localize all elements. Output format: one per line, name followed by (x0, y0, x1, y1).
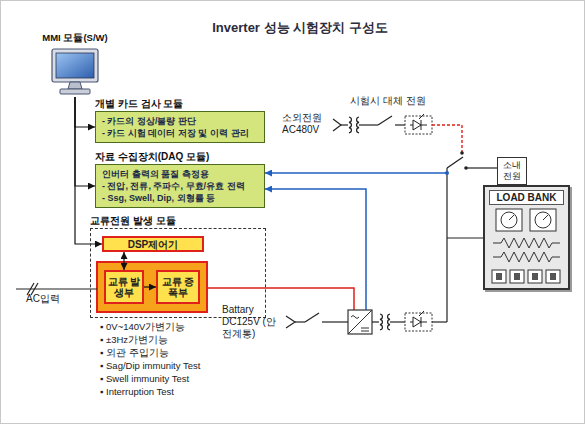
power-source-box: 소내 전원 (497, 157, 527, 185)
junction-dot (445, 171, 449, 175)
circuit-label: 소외전원 AC480V (282, 112, 330, 136)
module-item: - Ssg, Swell, Dip, 외형률 등 (102, 192, 258, 204)
circuit-label: 시험시 대체 전원 (350, 95, 426, 107)
feature-bullet: ▪ ±3Hz가변기능 (100, 334, 168, 346)
transfer-switch-lever (447, 157, 463, 168)
meter-frame (530, 209, 556, 231)
meter-needle (509, 215, 514, 220)
wire (341, 124, 348, 125)
transformer-coil (357, 117, 359, 133)
load-bank-icon (487, 207, 566, 287)
wire (295, 321, 305, 322)
wire (390, 321, 405, 322)
feature-bullet: ▪ Interruption Test (100, 386, 174, 398)
circuit-label: Battary DC125V (안전계통) (222, 304, 280, 340)
wire (372, 321, 379, 322)
transformer-coil (349, 117, 351, 133)
feature-bullet: ▪ Swell immunity Test (100, 373, 189, 385)
load-bank-wire (447, 237, 483, 238)
load-switch (492, 270, 506, 283)
wire (359, 124, 378, 125)
diode-symbol (410, 311, 427, 327)
rectifier-symbol (405, 116, 432, 134)
module-item: 인버터 출력의 품질 측정용 (102, 168, 258, 180)
standby-power-link (432, 125, 462, 152)
meter-dial (501, 212, 517, 228)
module-group: 자료 수집장치(DAQ 모듈)인버터 출력의 품질 측정용- 전압, 전류, 주… (95, 150, 265, 208)
load-bank: LOAD BANK (483, 185, 570, 290)
module-heading: 개별 카드 검사 모듈 (95, 97, 265, 111)
inverter-symbol (348, 310, 372, 334)
wire (322, 321, 348, 322)
diode-symbol (410, 114, 427, 130)
module-item: - 카드 시험 데이터 저장 및 이력 관리 (102, 127, 258, 139)
process-box: 교류 증폭부 (156, 270, 200, 304)
monitor-screen (56, 53, 94, 78)
load-switch-knob (550, 273, 556, 280)
plug-symbol (333, 119, 341, 131)
meter-dial (535, 212, 551, 228)
monitor-icon (48, 47, 102, 97)
module-heading: 자료 수집장치(DAQ 모듈) (95, 150, 265, 164)
load-switch (546, 270, 560, 283)
process-box: DSP제어기 (102, 236, 204, 252)
wire (466, 167, 497, 168)
module-group: 교류전원 발생 모듈 DSP제어기교류 발생부 교류 증폭부 (90, 214, 266, 318)
process-box: 교류 발생부 (104, 270, 144, 304)
box-label: 교류 증폭부 (158, 276, 198, 298)
load-switch (528, 270, 542, 283)
module-item: - 전압, 전류, 주파수, 무효/유효 전력 (102, 180, 258, 192)
monitor-base (60, 89, 90, 94)
feature-bullet: ▪ 0V~140V가변기능 (100, 321, 185, 333)
meter-needle (543, 215, 548, 220)
module-box: 인버터 출력의 품질 측정용- 전압, 전류, 주파수, 무효/유효 전력- S… (95, 164, 265, 208)
connector-arrow (144, 286, 156, 287)
connector-arrow (75, 97, 95, 186)
inverter-symbol (348, 310, 372, 334)
feature-bullet: ▪ 외관 주입기능 (100, 347, 169, 359)
ac-generator-block (97, 262, 207, 312)
inverter-symbol (351, 316, 369, 332)
ac-input-wire (16, 288, 97, 289)
transformer-coil (380, 314, 382, 330)
diagram-title: Inverter 성능 시험장치 구성도 (150, 20, 450, 36)
module-group: 개별 카드 검사 모듈- 카드의 정상/불량 판단- 카드 시험 데이터 저장 … (95, 97, 265, 143)
module-label: MMI 모듈(S/W) (40, 32, 110, 44)
transformer-coil (388, 314, 390, 330)
connector-arrow (75, 97, 95, 127)
resistor-symbol (493, 238, 560, 248)
load-switch-knob (514, 273, 520, 280)
meter-frame (496, 209, 522, 231)
rectifier-symbol (405, 313, 432, 331)
wire (432, 321, 447, 322)
monitor-stand (68, 82, 82, 89)
switch-lever (378, 116, 392, 125)
box-label: 소내 전원 (499, 160, 525, 182)
plug-symbol (286, 316, 295, 328)
wire (395, 124, 405, 125)
computer-module: MMI 모듈(S/W) (40, 32, 110, 97)
switch-contact (460, 151, 464, 155)
load-switch-knob (496, 273, 502, 280)
box-label: DSP제어기 (128, 239, 179, 250)
load-switch (510, 270, 524, 283)
measurement-line (265, 172, 447, 174)
module-box: - 카드의 정상/불량 판단- 카드 시험 데이터 저장 및 이력 관리 (95, 111, 265, 143)
module-heading: 교류전원 발생 모듈 (90, 214, 266, 228)
module-item: - 카드의 정상/불량 판단 (102, 115, 258, 127)
resistor-symbol (493, 252, 560, 262)
load-switch-knob (532, 273, 538, 280)
connector-arrow (123, 252, 124, 270)
switch-lever (305, 313, 319, 322)
monitor-case (52, 49, 98, 82)
feature-bullet: ▪ Sag/Dip immunity Test (100, 360, 200, 372)
circuit-label: AC입력 (26, 293, 60, 305)
measurement-line (265, 189, 366, 310)
output-bus (446, 168, 447, 322)
box-label: 교류 발생부 (106, 276, 142, 298)
load-bank-title: LOAD BANK (489, 190, 564, 205)
